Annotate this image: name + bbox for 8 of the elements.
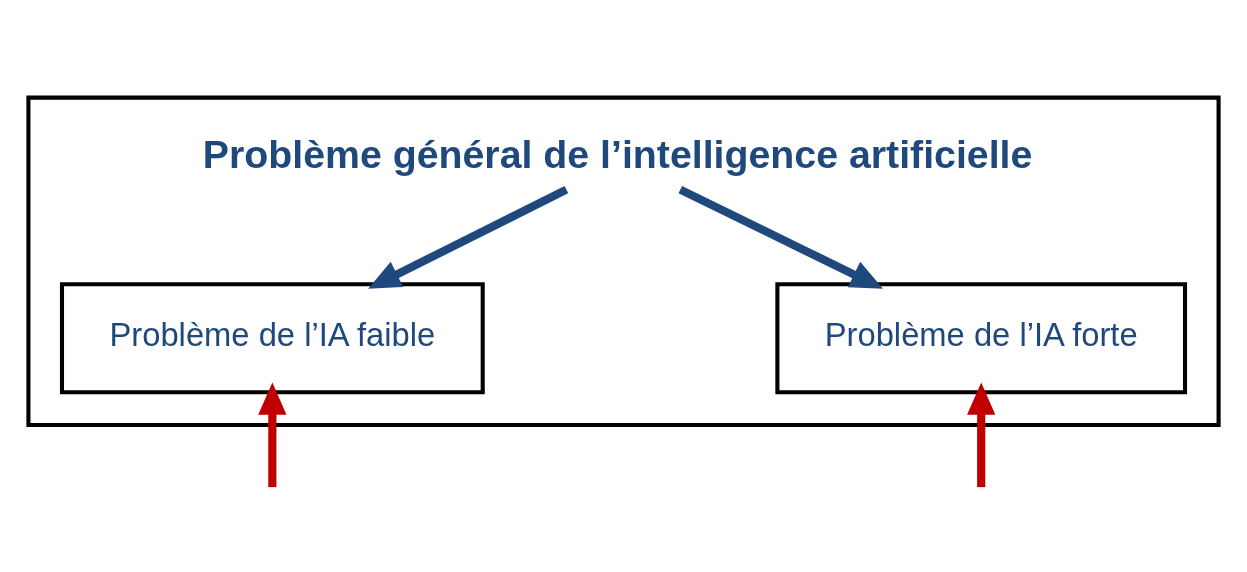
arrow <box>967 382 996 487</box>
arrow <box>678 185 883 289</box>
node-box: Problème de l’IA forte <box>775 281 1188 394</box>
cluster <box>26 95 1221 427</box>
node-text: Problème général de l’intelligence artificielle <box>202 131 1033 176</box>
node-box: Problème de l’IA faible <box>59 281 485 394</box>
arrow <box>258 382 287 487</box>
arrow <box>368 185 569 289</box>
